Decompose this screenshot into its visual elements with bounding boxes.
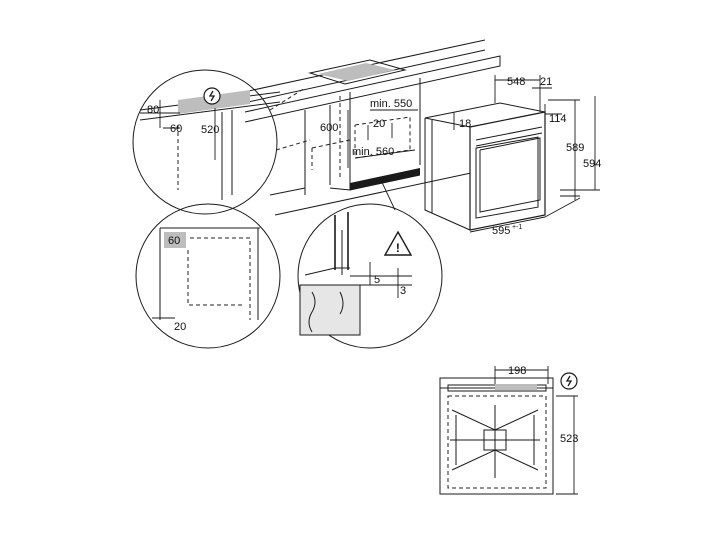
oven-drawing [424, 102, 546, 231]
dim-21: 21 [540, 76, 552, 88]
dim-595: 595 [492, 225, 510, 237]
oven-dimension-lines [453, 75, 600, 233]
dim-60-side: 60 [168, 235, 180, 247]
dim-3: 3 [400, 285, 406, 297]
dim-589: 589 [566, 142, 584, 154]
dim-20-side: 20 [174, 321, 186, 333]
power-icon [203, 87, 221, 105]
dim-523: 523 [560, 433, 578, 445]
warning-mark: ! [396, 241, 400, 255]
dim-548: 548 [507, 76, 525, 88]
dim-min550: min. 550 [370, 98, 412, 110]
dim-5: 5 [374, 274, 380, 286]
kitchen-cabinet-drawing [229, 39, 501, 216]
detail-circle-mid-center [297, 177, 443, 349]
dim-114: 114 [549, 113, 567, 125]
detail-circle-mid-left [135, 203, 281, 349]
dim-600: 600 [320, 122, 338, 134]
dim-594: 594 [583, 158, 601, 170]
warning-icon: ! [383, 230, 413, 256]
dim-18: 18 [459, 118, 471, 130]
dim-198: 198 [508, 365, 526, 377]
dim-595-tolerance: +-1 [512, 224, 522, 231]
dim-80: 80 [147, 104, 159, 116]
dim-min560: min. 560 [352, 146, 394, 158]
oven-back-view [439, 366, 578, 495]
dim-20-cabinet: 20 [373, 118, 385, 130]
power-icon-back [560, 372, 578, 390]
dim-520: 520 [201, 124, 219, 136]
dim-60-top: 60 [170, 123, 182, 135]
